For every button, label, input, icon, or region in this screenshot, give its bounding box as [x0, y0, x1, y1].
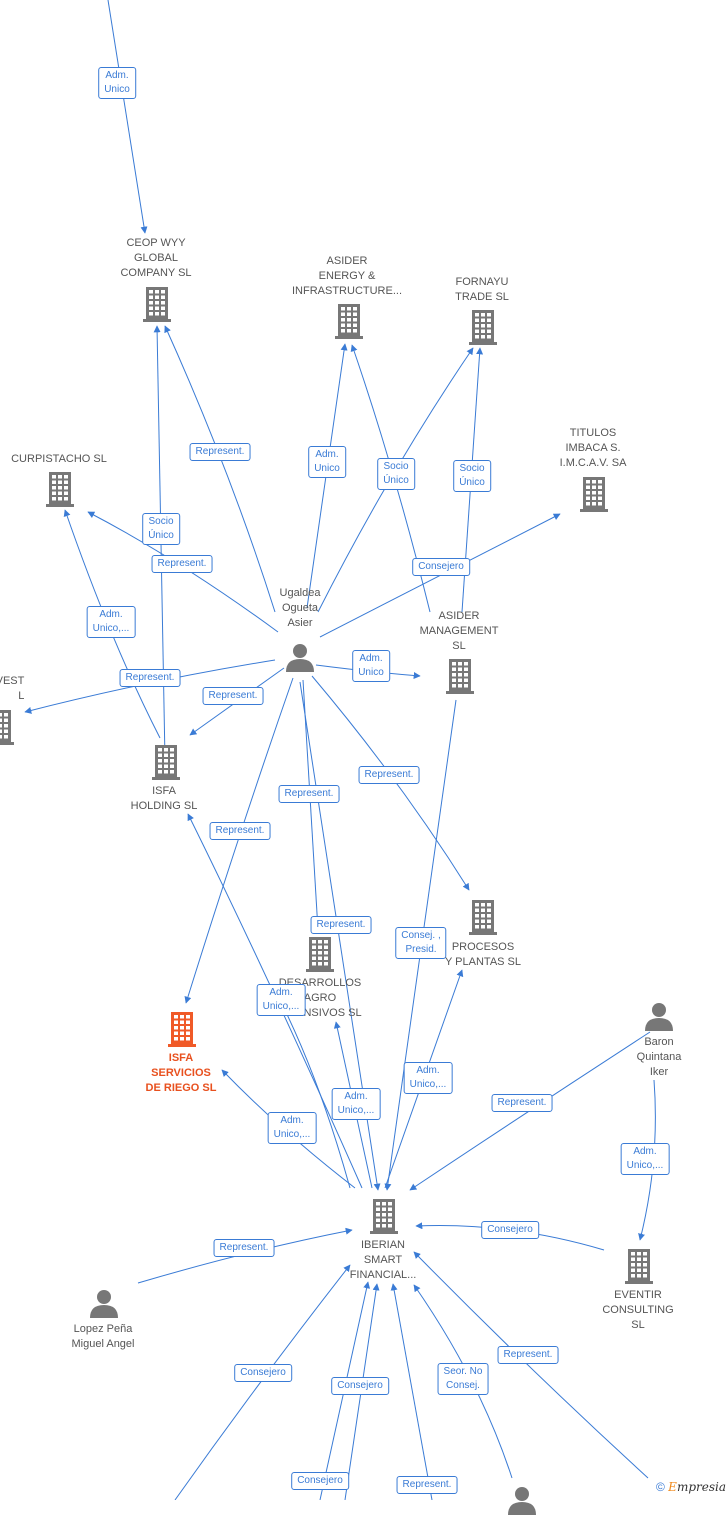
- edge-line: [164, 325, 276, 613]
- building-icon[interactable]: [167, 1011, 197, 1047]
- company-eventir[interactable]: EVENTIR CONSULTING SL: [602, 1289, 674, 1331]
- copyright-footer: © Empresia: [656, 1480, 726, 1494]
- building-icon[interactable]: [579, 476, 609, 512]
- edge-label: Adm. Unico,...: [620, 1143, 670, 1175]
- company-fornayu[interactable]: FORNAYU TRADE SL: [455, 276, 509, 303]
- edge-line: [413, 1251, 649, 1479]
- person-ugaldea[interactable]: Ugaldea Ogueta Asier: [279, 587, 321, 629]
- edge-label: Represent.: [209, 822, 271, 840]
- company-isfa-holding[interactable]: ISFA HOLDING SL: [130, 785, 198, 812]
- company-isfa-riego[interactable]: ISFA SERVICIOS DE RIEGO SL: [145, 1052, 217, 1094]
- edge-label: Represent.: [396, 1476, 458, 1494]
- edge-line: [390, 1283, 433, 1500]
- building-icon[interactable]: [45, 471, 75, 507]
- building-icon[interactable]: [468, 309, 498, 345]
- brand-logo[interactable]: Empresia: [668, 1480, 726, 1494]
- edge-label: Socio Único: [453, 460, 491, 492]
- edge-label: Consejero: [412, 558, 470, 576]
- edge-label: Consejero: [481, 1221, 539, 1239]
- copyright-symbol: ©: [655, 1480, 665, 1494]
- edge-label: Adm. Unico,...: [256, 984, 306, 1016]
- edge-label: Represent.: [278, 785, 340, 803]
- edge-label: Socio Único: [377, 458, 415, 490]
- company-procesos[interactable]: PROCESOS Y PLANTAS SL: [444, 941, 522, 968]
- edge-label: Adm. Unico: [308, 446, 346, 478]
- company-asider-mgmt[interactable]: ASIDER MANAGEMENT SL: [419, 610, 499, 652]
- building-icon[interactable]: [142, 286, 172, 322]
- building-icon[interactable]: [0, 709, 15, 745]
- edge-line: [174, 1264, 351, 1500]
- company-iberian[interactable]: IBERIAN SMART FINANCIAL...: [349, 1239, 417, 1281]
- building-icon[interactable]: [445, 658, 475, 694]
- person-icon[interactable]: [507, 1485, 537, 1515]
- building-icon[interactable]: [624, 1248, 654, 1284]
- edge-line: [302, 679, 322, 931]
- edge-label: Represent.: [151, 555, 213, 573]
- edge-label: Represent.: [497, 1346, 559, 1364]
- edge-line: [299, 681, 381, 1191]
- person-icon[interactable]: [285, 642, 315, 672]
- edge-label: Seor. No Consej.: [437, 1363, 489, 1395]
- company-curpistacho[interactable]: CURPISTACHO SL: [11, 453, 107, 465]
- edge-label: Consejero: [291, 1472, 349, 1490]
- edge-label: Adm. Unico: [352, 650, 390, 682]
- edge-line: [107, 0, 148, 234]
- edge-label: Represent.: [491, 1094, 553, 1112]
- edge-label: Socio Único: [142, 513, 180, 545]
- company-vest[interactable]: VEST L: [0, 675, 25, 702]
- building-icon[interactable]: [305, 936, 335, 972]
- building-icon[interactable]: [468, 899, 498, 935]
- edge-label: Consejero: [331, 1377, 389, 1395]
- company-ceop[interactable]: CEOP WYY GLOBAL COMPANY SL: [120, 237, 192, 279]
- building-icon[interactable]: [334, 303, 364, 339]
- edge-label: Represent.: [119, 669, 181, 687]
- building-icon[interactable]: [151, 744, 181, 780]
- edge-label: Adm. Unico,...: [403, 1062, 453, 1094]
- edge-label: Adm. Unico,...: [331, 1088, 381, 1120]
- company-titulos[interactable]: TITULOS IMBACA S. I.M.C.A.V. SA: [559, 427, 627, 469]
- edge-label: Adm. Unico: [98, 67, 136, 99]
- edge-label: Represent.: [202, 687, 264, 705]
- edge-label: Represent.: [358, 766, 420, 784]
- person-icon[interactable]: [89, 1288, 119, 1318]
- person-lopez[interactable]: Lopez Peña Miguel Angel: [71, 1323, 135, 1350]
- person-icon[interactable]: [644, 1001, 674, 1031]
- edge-label: Represent.: [213, 1239, 275, 1257]
- building-icon[interactable]: [369, 1198, 399, 1234]
- edge-label: Represent.: [310, 916, 372, 934]
- edge-label: Consejero: [234, 1364, 292, 1382]
- edge-label: Represent.: [189, 443, 251, 461]
- edge-label: Consej. , Presid.: [395, 927, 447, 959]
- edge-line: [279, 999, 351, 1189]
- person-baron[interactable]: Baron Quintana Iker: [636, 1036, 682, 1078]
- edge-label: Adm. Unico,...: [86, 606, 136, 638]
- edge-label: Adm. Unico,...: [267, 1112, 317, 1144]
- company-asider-energy[interactable]: ASIDER ENERGY & INFRASTRUCTURE...: [292, 255, 402, 297]
